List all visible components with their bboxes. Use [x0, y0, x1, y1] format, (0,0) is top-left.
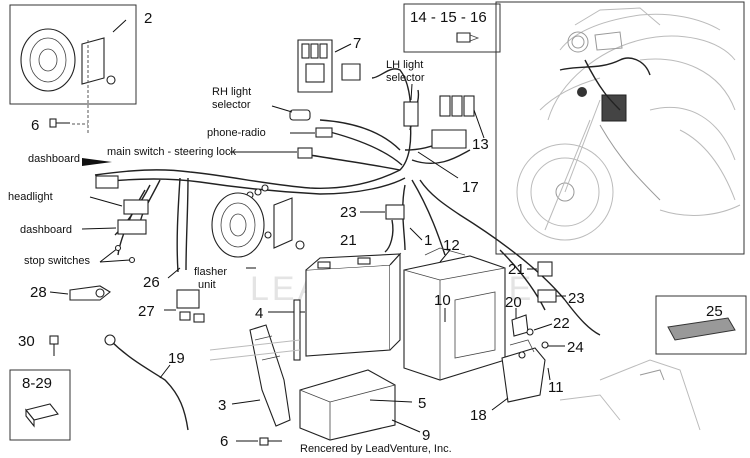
label-12: 12 — [443, 237, 460, 254]
label-22: 22 — [553, 315, 570, 332]
connector-23-upper — [360, 204, 405, 253]
screw-6-bottom — [236, 437, 282, 446]
label-21a: 21 — [340, 232, 357, 249]
connector-23-right — [537, 289, 566, 303]
rh-light-label-1: RH light — [212, 86, 251, 98]
inset-8-29 — [9, 369, 71, 441]
ground-cable-19 — [104, 334, 189, 431]
battery-cover-3 — [231, 324, 291, 427]
label-21b: 21 — [508, 261, 525, 278]
label-30: 30 — [18, 333, 35, 350]
label-18: 18 — [470, 407, 487, 424]
label-25: 25 — [706, 303, 723, 320]
label-2: 2 — [144, 10, 152, 27]
label-23b: 23 — [568, 290, 585, 307]
label-14-15-16: 14 - 15 - 16 — [410, 9, 487, 26]
dashboard-connector — [81, 219, 147, 235]
footer-credit: Rencered by LeadVenture, Inc. — [300, 443, 452, 455]
horn-main — [211, 192, 305, 269]
label-19: 19 — [168, 350, 185, 367]
battery-4 — [268, 252, 402, 361]
label-7: 7 — [353, 35, 361, 52]
flasher-label-2: unit — [198, 279, 216, 291]
label-20: 20 — [505, 294, 522, 311]
main-switch-label: main switch - steering lock — [107, 146, 236, 158]
phone-radio-connector — [290, 127, 333, 138]
dashboard-connector-top — [82, 158, 119, 189]
bracket-20 — [511, 308, 529, 337]
leader-26 — [167, 267, 181, 279]
dashboard-top-label: dashboard — [28, 153, 80, 165]
screw-22-24 — [526, 323, 565, 349]
headlight-label: headlight — [8, 191, 53, 203]
bracket-28 — [49, 285, 111, 301]
label-6a: 6 — [31, 117, 39, 134]
label-6b: 6 — [220, 433, 228, 450]
relay-21-right — [527, 261, 553, 277]
regulator-18 — [491, 339, 551, 411]
horn-inset — [9, 4, 137, 105]
label-27: 27 — [138, 303, 155, 320]
fuse-inset — [403, 3, 501, 53]
stop-switch-leads — [99, 244, 136, 264]
label-4: 4 — [255, 305, 263, 322]
label-5: 5 — [418, 395, 426, 412]
rh-light-label-2: selector — [212, 99, 251, 111]
label-9: 9 — [422, 427, 430, 444]
screw-6-top — [49, 40, 89, 134]
label-10: 10 — [434, 292, 451, 309]
label-1: 1 — [424, 232, 432, 249]
label-23a: 23 — [340, 204, 357, 221]
label-13: 13 — [472, 136, 489, 153]
frame-sketch — [209, 339, 701, 431]
lh-light-label-1: LH light — [386, 59, 423, 71]
scooter-inset — [495, 1, 745, 255]
label-26: 26 — [143, 274, 160, 291]
pad-inset-25 — [655, 295, 747, 355]
phone-radio-label: phone-radio — [207, 127, 266, 139]
label-3: 3 — [218, 397, 226, 414]
lh-light-connector — [403, 83, 419, 127]
headlight-connector — [89, 196, 149, 215]
main-switch-connector — [230, 147, 313, 159]
dashboard-label: dashboard — [20, 224, 72, 236]
relays-13 — [431, 95, 485, 149]
label-8-29: 8-29 — [22, 375, 52, 392]
rh-light-connector — [271, 105, 311, 121]
label-11: 11 — [548, 379, 564, 396]
flasher-label-1: flasher — [194, 266, 227, 278]
flasher-unit-27 — [164, 289, 205, 323]
screw-30 — [49, 335, 59, 356]
label-17: 17 — [462, 179, 479, 196]
label-28: 28 — [30, 284, 47, 301]
fuse-box-7 — [297, 39, 361, 93]
stop-switches-label: stop switches — [24, 255, 91, 267]
label-24: 24 — [567, 339, 584, 356]
lh-light-label-2: selector — [386, 72, 425, 84]
battery-tray-9 — [299, 369, 421, 441]
battery-holder-12 — [403, 247, 506, 381]
